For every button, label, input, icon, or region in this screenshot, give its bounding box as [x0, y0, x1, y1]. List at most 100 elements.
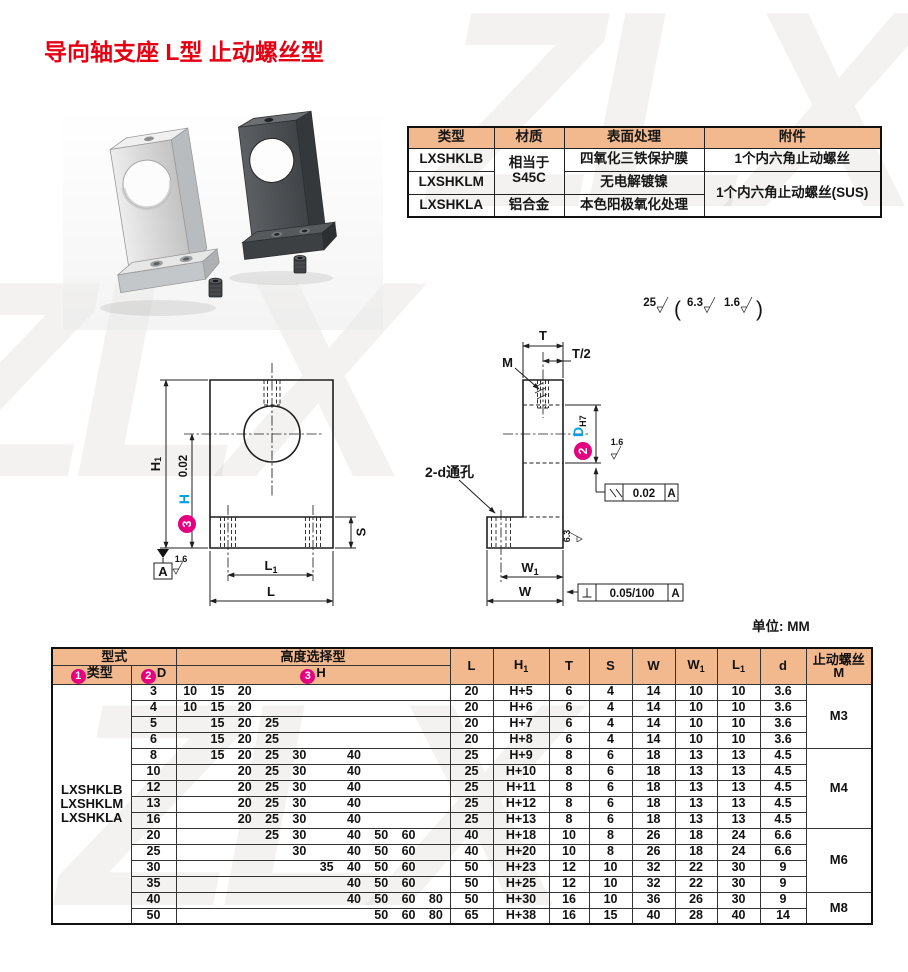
w-cell: 40	[631, 907, 676, 925]
l1-cell: 13	[716, 779, 761, 797]
d-dia-cell: 4.5	[759, 747, 807, 765]
svg-text:1.6: 1.6	[611, 437, 624, 447]
d-dia-cell: 4.5	[759, 795, 807, 813]
h-option	[340, 733, 367, 746]
dim-label-s: S	[354, 527, 369, 536]
w1-cell: 13	[674, 795, 718, 813]
col-h1: H1	[492, 647, 550, 685]
l1-cell: 13	[716, 747, 761, 765]
h-option	[286, 861, 313, 874]
d-dia-cell: 3.6	[759, 683, 807, 701]
h-option: 40	[347, 876, 361, 891]
h-option: 15	[210, 716, 225, 731]
spec-row: LXSHKLB 相当于 S45C 四氧化三铁保护膜 1个内六角止动螺丝	[407, 147, 882, 195]
h1-cell: H+20	[492, 843, 550, 861]
t-cell: 10	[548, 843, 590, 861]
d-cell: 5	[130, 715, 177, 733]
t-cell: 8	[548, 795, 590, 813]
s-cell: 10	[588, 875, 633, 893]
h-option	[422, 845, 449, 858]
h-option	[368, 733, 395, 746]
spec-col-type: 类型	[407, 126, 495, 149]
h-option	[286, 877, 313, 890]
w-cell: 18	[631, 811, 676, 829]
col-type-group: 型式	[51, 647, 177, 666]
h-option: 30	[292, 844, 307, 859]
spec-header-row: 类型 材质 表面处理 附件	[407, 126, 882, 149]
base-hole-hidden-lines	[491, 517, 511, 548]
h-option	[395, 717, 422, 730]
h-option	[368, 797, 395, 810]
h-option	[313, 781, 340, 794]
w-cell: 18	[631, 747, 676, 765]
col-w1: W1	[674, 647, 718, 685]
h1-cell: H+23	[492, 859, 550, 877]
dim-label-t-half: T/2	[572, 346, 591, 361]
svg-text:A: A	[671, 588, 679, 600]
t-cell: 8	[548, 779, 590, 797]
set-screw-m-cell: M4	[805, 747, 873, 829]
w1-cell: 22	[674, 875, 718, 893]
h-option: 30	[292, 812, 307, 827]
s-cell: 8	[588, 827, 633, 845]
accessory-value: 1个内六角止动螺丝(SUS)	[703, 170, 882, 218]
spec-col-surface: 表面处理	[563, 126, 705, 149]
t-cell: 8	[548, 747, 590, 765]
w1-cell: 10	[674, 699, 718, 717]
d-dia-cell: 9	[759, 859, 807, 877]
surface-value: 本色阳极氧化处理	[563, 193, 705, 218]
h1-cell: H+12	[492, 795, 550, 813]
h-option	[313, 797, 340, 810]
tapped-hole-hidden-lines	[263, 380, 281, 406]
h-option	[231, 861, 258, 874]
l1-cell: 24	[716, 827, 761, 845]
s-cell: 4	[588, 699, 633, 717]
type-name: LXSHKLA	[407, 193, 495, 218]
h-option	[231, 845, 258, 858]
l1-cell: 13	[716, 811, 761, 829]
h-option	[395, 733, 422, 746]
h1-cell: H+25	[492, 875, 550, 893]
w-cell: 14	[631, 715, 676, 733]
set-screw	[208, 277, 223, 298]
h-option	[258, 845, 285, 858]
h-option	[368, 813, 395, 826]
h-option: 25	[265, 748, 279, 763]
d-cell: 6	[130, 731, 177, 749]
badge-3	[178, 515, 196, 533]
d-dia-cell: 4.5	[759, 779, 807, 797]
h-option	[204, 765, 231, 778]
spec-row: LXSHKLA 铝合金 本色阳极氧化处理	[407, 193, 881, 218]
h-option	[177, 765, 204, 778]
svg-text:): )	[756, 298, 763, 321]
h-option: 20	[237, 732, 252, 747]
h-option: 50	[374, 828, 389, 843]
h-option: 50	[374, 876, 389, 891]
w1-cell: 10	[674, 731, 718, 749]
dim-label-l1: L1	[265, 558, 278, 575]
w-cell: 36	[631, 891, 676, 909]
h-option	[313, 877, 340, 890]
h-option	[177, 781, 204, 794]
h-option	[395, 813, 422, 826]
spec-col-accessory: 附件	[703, 126, 882, 149]
set-screw-m-cell: M6	[805, 827, 873, 893]
svg-text:(: (	[674, 298, 681, 321]
dim-label-h1: H1	[148, 457, 164, 471]
w1-cell: 10	[674, 715, 718, 733]
h-option: 60	[401, 860, 416, 875]
h1-cell: H+5	[492, 683, 550, 701]
surface-value: 四氧化三铁保护膜	[563, 147, 705, 172]
h-option: 25	[265, 780, 279, 795]
w-cell: 14	[631, 683, 676, 701]
h-option	[177, 797, 204, 810]
col-t: T	[548, 647, 590, 685]
h-option: 50	[374, 892, 389, 907]
